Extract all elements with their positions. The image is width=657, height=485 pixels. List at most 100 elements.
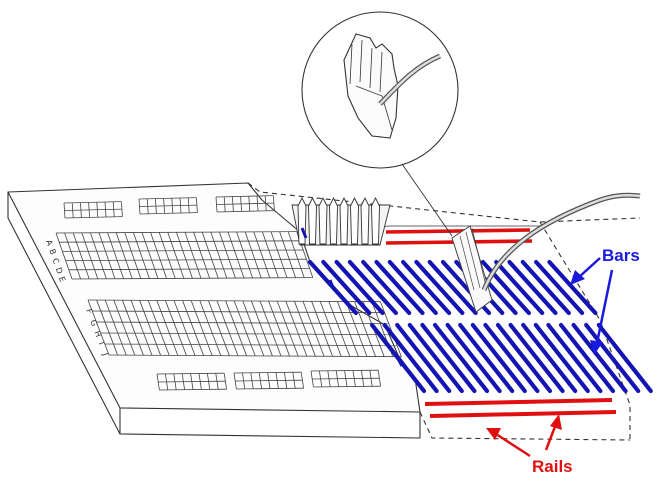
- grid-top-col-line: [107, 232, 124, 279]
- rail: [385, 228, 531, 234]
- exposed-clips: [291, 196, 391, 246]
- bar-stub: [394, 354, 404, 367]
- rail: [429, 410, 617, 418]
- grid-bottom-col-line: [294, 301, 316, 357]
- bar: [458, 322, 515, 394]
- bar: [508, 322, 565, 394]
- terminal-grid-top: [55, 231, 314, 280]
- grid-bottom-col-line: [319, 301, 342, 357]
- grid-top-col-line: [55, 232, 73, 280]
- power-top-col-line: [80, 202, 82, 218]
- metal-clip: [350, 196, 359, 245]
- power-bottom-col-line: [215, 373, 219, 390]
- power-bottom-col-line: [361, 370, 365, 387]
- grid-top-col-line: [193, 232, 210, 279]
- bar-stub: [300, 227, 308, 239]
- grid-bottom-col-line: [208, 300, 230, 356]
- power-bottom-col-line: [250, 372, 254, 389]
- grid-top-col-line: [244, 231, 262, 279]
- grid-bottom-col-line: [216, 300, 239, 356]
- bar: [427, 259, 478, 316]
- power-top-col-line: [248, 196, 251, 212]
- row-letter: J: [101, 351, 111, 357]
- grid-top-col-line: [141, 232, 159, 279]
- grid-bottom-col-line: [96, 299, 118, 356]
- metal-clip: [329, 196, 338, 245]
- bar: [361, 259, 412, 316]
- power-top-col-line: [96, 202, 99, 218]
- power-bottom-col-line: [165, 373, 169, 390]
- terminal-grid-bottom: [87, 299, 402, 358]
- row-letter: F: [84, 308, 94, 316]
- power-bottom-col-line: [292, 372, 296, 389]
- grid-top-col-line: [262, 231, 279, 278]
- grid-top-col-line: [176, 232, 193, 279]
- power-bottom-col-line: [300, 372, 304, 389]
- bar: [571, 322, 628, 394]
- power-bottom-col-line: [258, 372, 262, 389]
- power-top-col-line: [71, 202, 74, 218]
- bar: [494, 259, 545, 316]
- power-top-col-line: [223, 196, 226, 212]
- row-letter: A: [44, 239, 55, 248]
- row-letter: I: [97, 341, 106, 346]
- bar-stub: [328, 279, 336, 291]
- power-bottom-col-line: [198, 373, 202, 390]
- grid-top-col-line: [124, 232, 142, 279]
- grid-bottom-col-line: [173, 300, 196, 356]
- row-letter: G: [88, 319, 99, 328]
- metal-clip: [308, 196, 317, 245]
- grid-bottom-col-line: [380, 301, 402, 357]
- power-bottom-col-line: [284, 372, 288, 389]
- power-bottom-col-line: [223, 373, 227, 390]
- bar: [480, 259, 532, 316]
- power-holes-bottom: [156, 369, 381, 391]
- power-top-row-line: [216, 210, 275, 213]
- power-top-col-line: [264, 195, 267, 211]
- grid-bottom-col-line: [233, 300, 256, 356]
- bar: [546, 322, 603, 394]
- grid-bottom-col-line: [259, 300, 282, 357]
- power-bottom-col-line: [310, 370, 314, 388]
- bar: [387, 259, 438, 316]
- power-bottom-col-line: [181, 373, 185, 390]
- power-top-col-line: [121, 201, 123, 217]
- power-top-col-line: [196, 197, 198, 213]
- grid-bottom-col-line: [354, 301, 376, 357]
- row-letter: C: [51, 257, 62, 266]
- bar: [521, 322, 578, 394]
- power-bottom-col-line: [267, 372, 271, 389]
- bars-arrow-1: [577, 257, 601, 279]
- grid-top-col-line: [227, 231, 245, 279]
- bars-arrow-2: [595, 269, 614, 344]
- grid-bottom-col-line: [122, 300, 144, 356]
- power-top-col-line: [256, 195, 259, 212]
- grid-top-col-line: [184, 232, 202, 279]
- bar: [401, 259, 452, 316]
- bar: [533, 259, 585, 316]
- rails-callout: Rails: [486, 414, 573, 476]
- grid-top-col-line: [90, 232, 107, 279]
- power-top-col-line: [215, 196, 218, 213]
- grid-top-col-line: [158, 232, 176, 279]
- rails-arrow-2: [544, 423, 558, 451]
- power-top-col-line: [146, 198, 149, 214]
- grid-bottom-col-line: [156, 300, 179, 356]
- bar: [470, 322, 527, 394]
- grid-bottom-col-line: [113, 300, 136, 356]
- power-bottom-col-line: [369, 370, 373, 387]
- bars-label: Bars: [602, 246, 640, 265]
- power-top-col-line: [63, 202, 66, 219]
- bars-callout: Bars: [570, 246, 640, 355]
- power-top-col-line: [187, 197, 190, 213]
- bar: [558, 322, 616, 394]
- bar: [547, 259, 598, 316]
- bar: [432, 322, 490, 394]
- power-top-col-line: [179, 197, 182, 214]
- grid-bottom-col-line: [225, 300, 247, 356]
- metal-clip: [360, 196, 370, 245]
- power-bottom-col-line: [156, 373, 160, 391]
- grid-top-col-line: [201, 232, 219, 279]
- bars-arrowhead-2: [590, 340, 603, 355]
